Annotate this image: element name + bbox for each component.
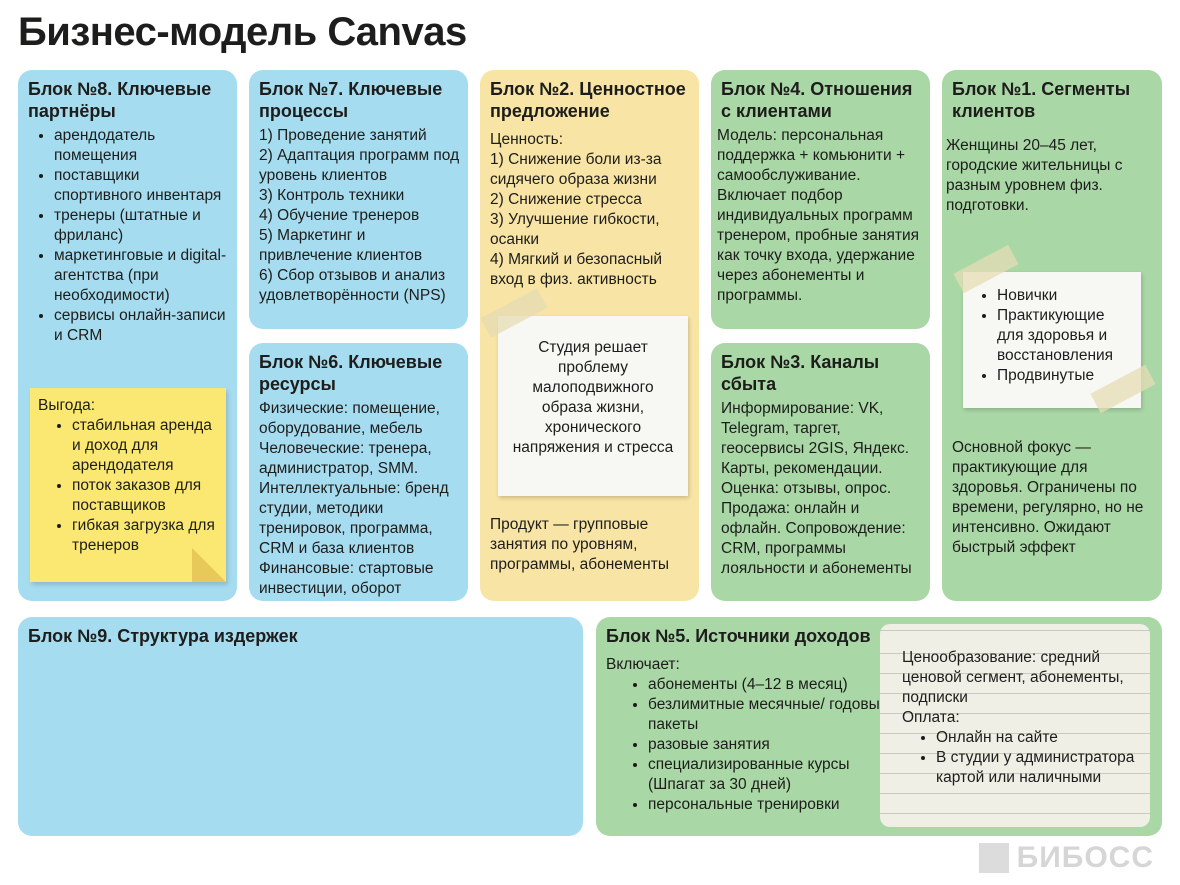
list-item: поставщики спортивного инвентаря <box>54 166 229 206</box>
product-text: Продукт — групповые занятия по уровням, … <box>490 516 669 573</box>
partners-list: арендодатель помещения поставщики спорти… <box>28 126 229 346</box>
value-line: 4) Мягкий и безопасный вход в физ. актив… <box>490 251 663 288</box>
process-line: 5) Маркетинг и привлечение клиентов <box>259 227 423 264</box>
list-item: тренеры (штатные и фриланс) <box>54 206 229 246</box>
list-item: сервисы онлайн-записи и CRM <box>54 306 229 346</box>
channels-text: Информирование: VK, Telegram, таргет, ге… <box>721 400 912 577</box>
list-item: безлимитные месячные/ годовые пакеты <box>648 695 898 735</box>
benefit-sticky-note: Выгода: стабильная аренда и доход для ар… <box>30 388 226 582</box>
list-item: разовые занятия <box>648 735 898 755</box>
block-heading: Блок №6. Ключевые ресурсы <box>259 352 443 394</box>
processes-text: 1) Проведение занятий 2) Адаптация прогр… <box>259 126 460 306</box>
block-9-costs: Блок №9. Структура издержек <box>18 617 583 836</box>
process-line: 1) Проведение занятий <box>259 127 427 144</box>
resources-text: Физические: помещение, оборудование, меб… <box>259 400 449 597</box>
revenue-intro: Включает: <box>606 656 680 673</box>
logo-text: БИБОСС <box>1016 841 1154 874</box>
segments-text: Женщины 20–45 лет, городские жительницы … <box>946 137 1123 214</box>
focus-text: Основной фокус — практикующие для здоров… <box>952 439 1144 556</box>
payment-title: Оплата: <box>902 709 960 726</box>
list-item: гибкая загрузка для тренеров <box>72 516 220 556</box>
page-fold-corner <box>192 548 226 582</box>
brand-logo: БИБОСС <box>978 841 1154 875</box>
list-item: арендодатель помещения <box>54 126 229 166</box>
list-item: стабильная аренда и доход для арендодате… <box>72 416 220 476</box>
relations-text: Модель: персональная поддержка + комьюни… <box>717 127 919 304</box>
block-3-channels: Блок №3. Каналы сбыта Информирование: VK… <box>711 343 930 601</box>
process-line: 6) Сбор отзывов и анализ удовлетворённос… <box>259 267 446 304</box>
value-line: 1) Снижение боли из-за сидячего образа ж… <box>490 151 662 188</box>
list-item: маркетинговые и digital-агентства (при н… <box>54 246 229 306</box>
note-title: Выгода: <box>38 397 96 414</box>
revenue-list: абонементы (4–12 в месяц) безлимитные ме… <box>606 675 898 815</box>
process-line: 4) Обучение тренеров <box>259 207 420 224</box>
value-text: Ценность: 1) Снижение боли из-за сидячег… <box>490 130 691 290</box>
benefit-list: стабильная аренда и доход для арендодате… <box>38 416 220 556</box>
paper-text: Студия решает проблему малоподвижного об… <box>512 339 674 456</box>
block-7-processes: Блок №7. Ключевые процессы 1) Проведение… <box>249 70 468 329</box>
block-heading: Блок №8. Ключевые партнёры <box>28 79 212 121</box>
process-line: 3) Контроль техники <box>259 187 405 204</box>
block-4-relations: Блок №4. Отношения с клиентами Модель: п… <box>711 70 930 329</box>
value-paper-note: Студия решает проблему малоподвижного об… <box>498 316 688 496</box>
value-line: 3) Улучшение гибкости, осанки <box>490 211 660 248</box>
list-item: абонементы (4–12 в месяц) <box>648 675 898 695</box>
list-item: В студии у администратора картой или нал… <box>936 748 1142 788</box>
block-6-resources: Блок №6. Ключевые ресурсы Физические: по… <box>249 343 468 601</box>
list-item: персональные тренировки <box>648 795 898 815</box>
list-item: Практикующие для здоровья и восстановлен… <box>997 306 1135 366</box>
block-heading: Блок №7. Ключевые процессы <box>259 79 443 121</box>
segments-list: Новички Практикующие для здоровья и восс… <box>971 286 1135 386</box>
list-item: Онлайн на сайте <box>936 728 1142 748</box>
value-line: 2) Снижение стресса <box>490 191 642 208</box>
payment-list: Онлайн на сайте В студии у администратор… <box>902 728 1142 788</box>
block-heading: Блок №3. Каналы сбыта <box>721 352 880 394</box>
list-item: Продвинутые <box>997 366 1135 386</box>
block-heading: Блок №2. Ценностное предложение <box>490 79 686 121</box>
process-line: 2) Адаптация программ под уровень клиент… <box>259 147 460 184</box>
page-title: Бизнес-модель Canvas <box>18 10 467 54</box>
block-heading: Блок №4. Отношения с клиентами <box>721 79 913 121</box>
block-heading: Блок №1. Сегменты клиентов <box>952 79 1131 121</box>
list-item: поток заказов для поставщиков <box>72 476 220 516</box>
block-heading: Блок №9. Структура издержек <box>28 626 298 646</box>
logo-mark-icon <box>978 843 1009 873</box>
block-heading: Блок №5. Источники доходов <box>606 626 871 646</box>
list-item: Новички <box>997 286 1135 306</box>
pricing-notepad: Ценообразование: средний ценовой сегмент… <box>880 624 1150 827</box>
pricing-text: Ценообразование: средний ценовой сегмент… <box>902 649 1124 706</box>
value-line: Ценность: <box>490 131 564 148</box>
list-item: специализированные курсы (Шпагат за 30 д… <box>648 755 898 795</box>
